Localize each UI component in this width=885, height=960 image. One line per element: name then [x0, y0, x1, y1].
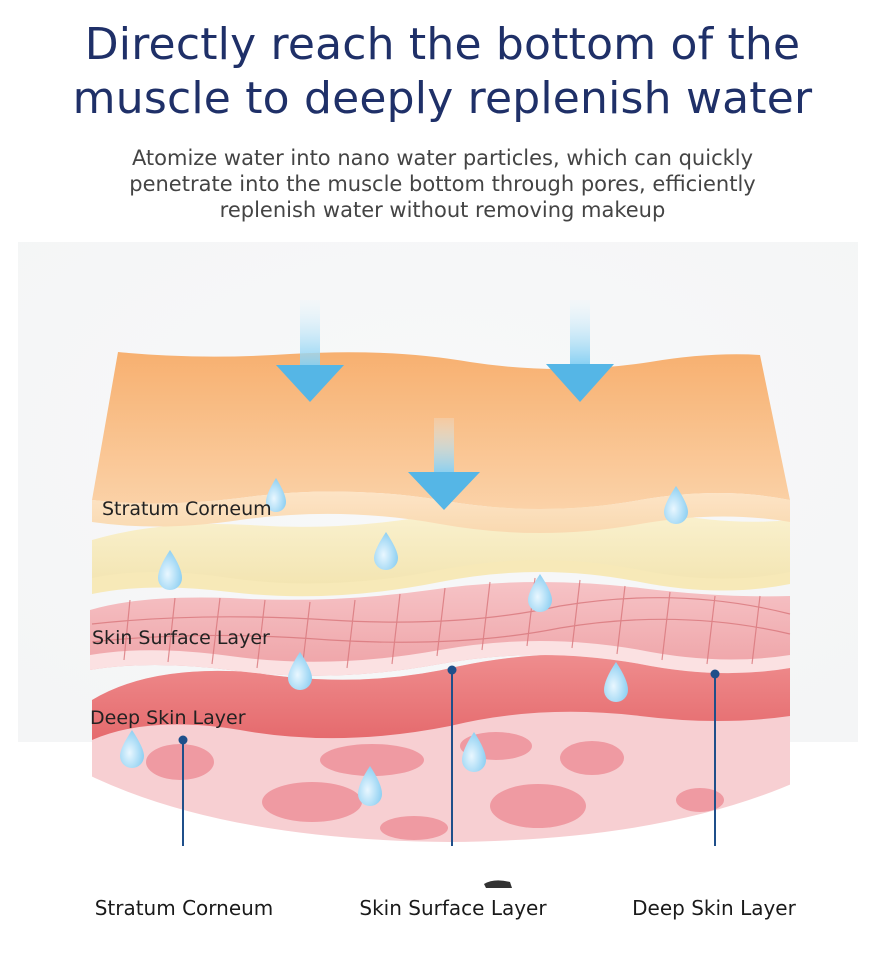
stratum-corneum-label: Stratum Corneum: [102, 498, 272, 520]
leader-lines: [182, 670, 716, 846]
page-subtitle: Atomize water into nano water particles,…: [90, 145, 795, 223]
water-droplet-icon: [604, 662, 628, 702]
decorative-mark: [484, 880, 512, 888]
water-arrow: [546, 300, 614, 402]
water-droplet-icon: [158, 550, 182, 590]
water-droplet-icon: [120, 730, 144, 768]
leader-dot: [710, 669, 720, 679]
skin-cell: [490, 784, 586, 828]
bottom-label-stratum-corneum: Stratum Corneum: [94, 896, 274, 920]
deep-skin-layer-label: Deep Skin Layer: [90, 707, 246, 729]
leader-dot: [447, 665, 457, 675]
leader-dot: [178, 735, 188, 745]
subtitle-line-1: Atomize water into nano water particles,…: [131, 146, 754, 170]
water-droplet-icon: [358, 766, 382, 806]
skin-cell: [146, 744, 214, 780]
water-arrow: [276, 300, 344, 402]
page-title: Directly reach the bottom of the muscle …: [0, 18, 885, 126]
subtitle-line-3: replenish water without removing makeup: [219, 198, 666, 222]
water-droplet-icon: [288, 652, 312, 690]
skin-cell: [262, 782, 362, 822]
title-line-1: Directly reach the bottom of the: [84, 19, 801, 70]
deep-skin-layer: [92, 654, 790, 842]
water-droplets: [120, 478, 688, 806]
water-arrow: [408, 418, 480, 510]
skin-cell: [320, 744, 424, 776]
skin-surface-layer: [90, 577, 791, 676]
skin-cell: [380, 816, 448, 840]
skin-cell: [676, 788, 724, 812]
water-droplet-icon: [462, 732, 486, 772]
water-droplet-icon: [266, 478, 286, 512]
bottom-label-skin-surface-layer: Skin Surface Layer: [359, 896, 547, 920]
water-droplet-icon: [664, 486, 688, 524]
skin-surface-layer-label: Skin Surface Layer: [92, 627, 270, 649]
subtitle-line-2: penetrate into the muscle bottom through…: [129, 172, 756, 196]
bottom-label-deep-skin-layer: Deep Skin Layer: [632, 896, 796, 920]
title-line-2: muscle to deeply replenish water: [72, 73, 813, 124]
skin-cell: [560, 741, 624, 775]
water-droplet-icon: [528, 574, 552, 612]
water-droplet-icon: [374, 532, 398, 570]
